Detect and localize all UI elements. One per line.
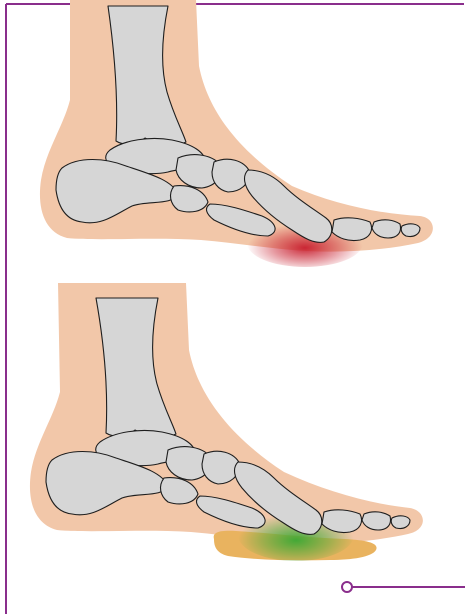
foot-without-insole bbox=[40, 0, 433, 267]
proximal-phalanx-bone bbox=[322, 510, 362, 533]
proximal-phalanx-bone bbox=[332, 218, 372, 241]
foot-with-insole bbox=[30, 283, 423, 561]
distal-phalanx-bone bbox=[391, 516, 410, 529]
distal-phalanx-bone bbox=[401, 224, 420, 237]
frame-connector-dot bbox=[342, 582, 352, 592]
